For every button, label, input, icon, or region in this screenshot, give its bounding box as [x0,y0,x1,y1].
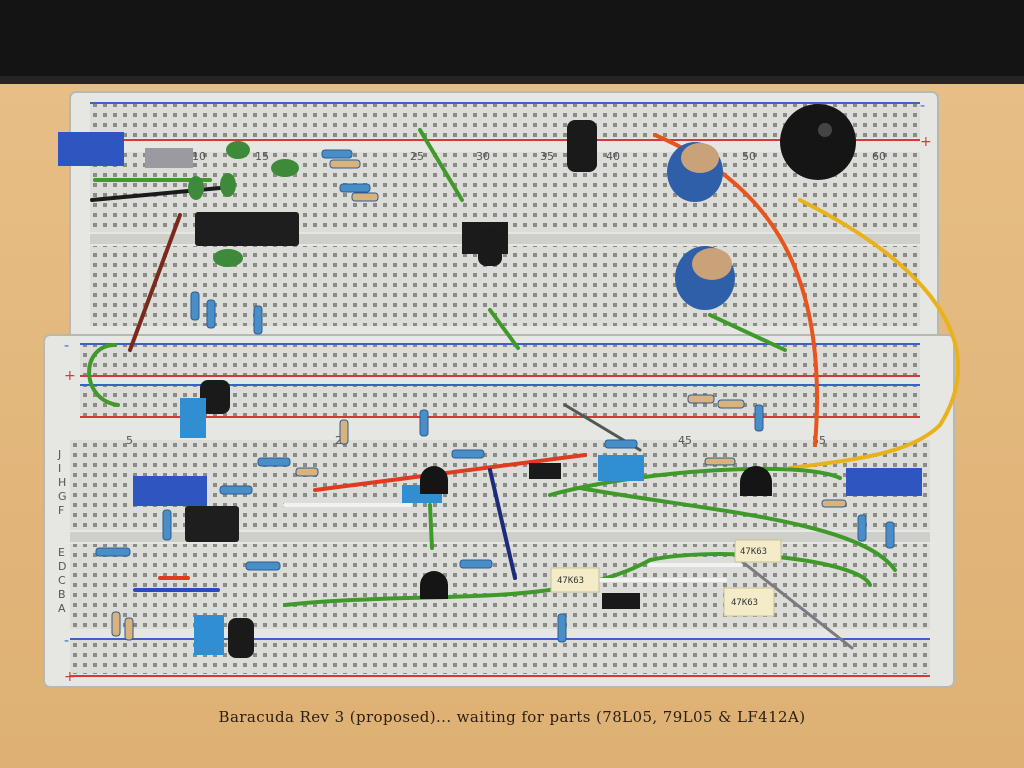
rail-sign: + [64,669,76,685]
capacitor-marking: 47K63 [731,598,758,608]
rail-sign: + [64,368,76,384]
blue-wire [488,468,517,580]
green-loop-wire [87,343,120,407]
trimpot [846,468,922,496]
rail-sign: - [64,338,69,354]
trimpot [133,476,207,506]
col-label: 30 [476,150,490,163]
col-label: 45 [678,434,692,447]
rail-sign: - [920,98,925,114]
wires [87,128,961,650]
col-label: 35 [540,150,554,163]
capacitor [200,380,230,414]
row-label: F [58,504,64,517]
row-label: H [58,476,66,489]
col-label: 40 [606,150,620,163]
row-label: E [58,546,65,559]
row-label: I [58,462,61,475]
film-capacitors: 47K63 47K63 47K63 [550,539,782,617]
transistors [420,463,772,609]
col-label: 5 [126,434,133,447]
trimpot [58,132,124,166]
rail-sign: + [920,134,932,150]
trimpot [180,398,206,438]
row-label: C [58,574,66,587]
col-label: 10 [192,150,206,163]
green-wire [708,313,787,352]
capacitor-marking: 47K63 [740,547,767,557]
film-capacitor [550,567,600,593]
green-wire [418,128,464,202]
ic-chip [195,212,299,246]
transistor-black [602,593,640,609]
rail-sign: - [64,633,69,649]
yellow-wire [788,198,961,470]
green-wire [548,466,842,497]
row-label: A [58,602,66,615]
buzzer [780,104,856,180]
trimpot [598,455,644,481]
black-mat [0,0,1024,84]
green-wire [488,308,520,350]
col-label: 60 [872,150,886,163]
trimpot [194,615,224,655]
grey-wire [738,558,854,650]
row-label: B [58,588,66,601]
ic-chip [185,506,239,542]
capacitor [567,120,597,172]
electrolytic-capacitors [200,120,735,658]
film-capacitor [734,539,782,563]
col-label: 50 [742,150,756,163]
long-green-wire [283,552,872,607]
resistors [95,149,895,643]
row-label: J [57,448,61,461]
capacitor [478,228,502,266]
col-label: 25 [410,150,424,163]
row-label: D [58,560,66,573]
ceramic-capacitors [188,141,299,267]
capacitor [228,618,254,658]
photo-caption: Baracuda Rev 3 (proposed)... waiting for… [218,708,806,726]
capacitor-marking: 47K63 [557,576,584,586]
row-label: G [58,490,67,503]
trimpot [145,148,193,168]
film-capacitor [723,587,775,617]
green-wire [578,486,897,572]
red-wire [313,453,587,492]
transistor-black [529,463,561,479]
green-wire [428,503,434,550]
brown-wire [128,213,182,352]
col-label: 15 [255,150,269,163]
